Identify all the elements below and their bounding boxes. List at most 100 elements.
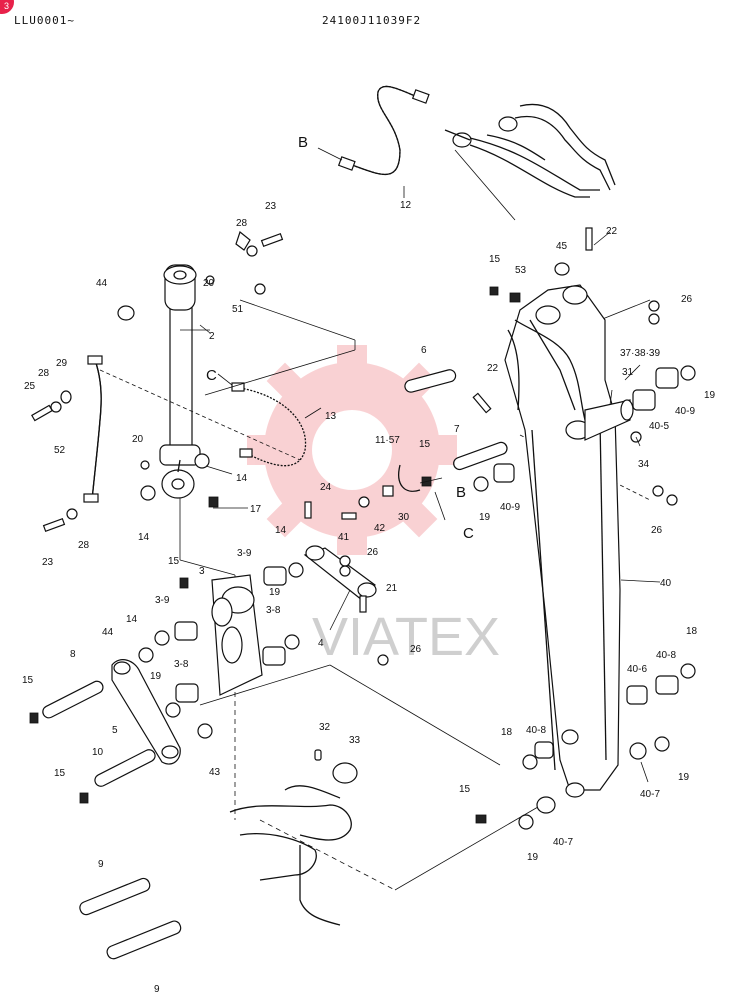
connector-c-lower: C <box>463 525 474 542</box>
callout-20-a: 20 <box>203 278 215 289</box>
callout-37-38-39: 37·38·39 <box>620 348 660 359</box>
callout-14-d: 14 <box>126 614 138 625</box>
callout-25: 25 <box>24 381 36 392</box>
callout-34: 34 <box>638 459 650 470</box>
hose-13 <box>217 373 307 467</box>
callout-29: 29 <box>56 358 68 369</box>
callout-33: 33 <box>349 735 361 746</box>
tube-52 <box>83 355 103 503</box>
page-code: LLU0001~ <box>14 14 75 27</box>
callout-22-a: 22 <box>606 226 618 237</box>
callout-15-f: 15 <box>459 784 471 795</box>
callout-19-b: 19 <box>479 512 491 523</box>
callout-23-a: 23 <box>265 201 277 212</box>
callout-10: 10 <box>92 747 104 758</box>
callout-40-9-b: 40-9 <box>500 502 520 513</box>
callout-3-8-b: 3-8 <box>174 659 189 670</box>
callout-15-a: 15 <box>489 254 501 265</box>
badge-glyph: 3 <box>3 1 9 11</box>
callout-26-d: 26 <box>410 644 422 655</box>
connector-b-upper: B <box>298 134 308 151</box>
callout-26-a: 26 <box>681 294 693 305</box>
callout-22-b: 22 <box>487 363 499 374</box>
callout-15-d: 15 <box>22 675 34 686</box>
callout-13: 13 <box>325 411 337 422</box>
callout-19-e: 19 <box>678 772 690 783</box>
watermark-text: VIATEX <box>312 607 500 667</box>
callout-17: 17 <box>250 504 262 515</box>
link-4 <box>303 545 377 601</box>
callout-19-c: 19 <box>269 587 281 598</box>
callout-2: 2 <box>209 331 215 342</box>
bushings-washers <box>50 245 696 830</box>
callout-32: 32 <box>319 722 331 733</box>
callout-28-c: 28 <box>78 540 90 551</box>
callout-53: 53 <box>515 265 527 276</box>
callout-15-e: 15 <box>54 768 66 779</box>
callout-28-b: 28 <box>38 368 50 379</box>
hydraulic-lines-sketch <box>444 103 616 221</box>
callout-20-b: 20 <box>132 434 144 445</box>
callout-40-6: 40-6 <box>627 664 647 675</box>
callout-26-c: 26 <box>651 525 663 536</box>
hose-12 <box>317 85 430 176</box>
callout-51: 51 <box>232 304 244 315</box>
callout-26-b: 26 <box>367 547 379 558</box>
arm-40 <box>504 284 634 798</box>
callout-14-c: 14 <box>275 525 287 536</box>
callout-9-a: 9 <box>98 859 104 870</box>
callout-40-7-a: 40-7 <box>640 789 660 800</box>
callout-40-9-a: 40-9 <box>675 406 695 417</box>
callout-14-a: 14 <box>236 473 248 484</box>
watermark-logo <box>247 345 457 555</box>
callout-40-5: 40-5 <box>649 421 669 432</box>
callout-9-b: 9 <box>154 984 160 995</box>
arm-cylinder-2 <box>159 264 210 499</box>
callout-41: 41 <box>338 532 350 543</box>
callout-44-b: 44 <box>102 627 114 638</box>
callout-3-8-a: 3-8 <box>266 605 281 616</box>
callout-19-f: 19 <box>527 852 539 863</box>
callout-24: 24 <box>320 482 332 493</box>
callout-43: 43 <box>209 767 221 778</box>
callout-labels: 2 3 3-8 3-8 3-9 3-9 4 5 6 7 8 9 9 10 11·… <box>22 200 716 995</box>
callout-7: 7 <box>454 424 460 435</box>
drawing-number: 24100J11039F2 <box>322 14 422 27</box>
callout-40: 40 <box>660 578 672 589</box>
callout-3-9-a: 3-9 <box>237 548 252 559</box>
callout-44-a: 44 <box>96 278 108 289</box>
callout-18-b: 18 <box>501 727 513 738</box>
callout-5: 5 <box>112 725 118 736</box>
callout-8: 8 <box>70 649 76 660</box>
callout-19-d: 19 <box>150 671 162 682</box>
link-3 <box>211 574 263 696</box>
callout-12: 12 <box>400 200 412 211</box>
callout-14-b: 14 <box>138 532 150 543</box>
callout-15-b: 15 <box>419 439 431 450</box>
callout-42: 42 <box>374 523 386 534</box>
leader-lines <box>199 186 661 783</box>
connector-b-lower: B <box>456 484 466 501</box>
callout-40-8-a: 40-8 <box>656 650 676 661</box>
callout-45: 45 <box>556 241 568 252</box>
callout-31: 31 <box>622 367 634 378</box>
callout-18-a: 18 <box>686 626 698 637</box>
callout-30: 30 <box>398 512 410 523</box>
callout-40-8-b: 40-8 <box>526 725 546 736</box>
connector-c-left: C <box>206 367 217 384</box>
callout-40-7-b: 40-7 <box>553 837 573 848</box>
callout-3-9-b: 3-9 <box>155 595 170 606</box>
callout-52: 52 <box>54 445 66 456</box>
callout-11-57: 11·57 <box>375 435 400 446</box>
callout-4: 4 <box>318 638 324 649</box>
callout-23-b: 23 <box>42 557 54 568</box>
callout-28-a: 28 <box>236 218 248 229</box>
callout-3: 3 <box>199 566 205 577</box>
callout-6: 6 <box>421 345 427 356</box>
link-5 <box>111 659 181 765</box>
callout-21: 21 <box>386 583 398 594</box>
bucket-bracket <box>229 785 352 926</box>
pins <box>42 369 508 960</box>
callout-19-a: 19 <box>704 390 716 401</box>
